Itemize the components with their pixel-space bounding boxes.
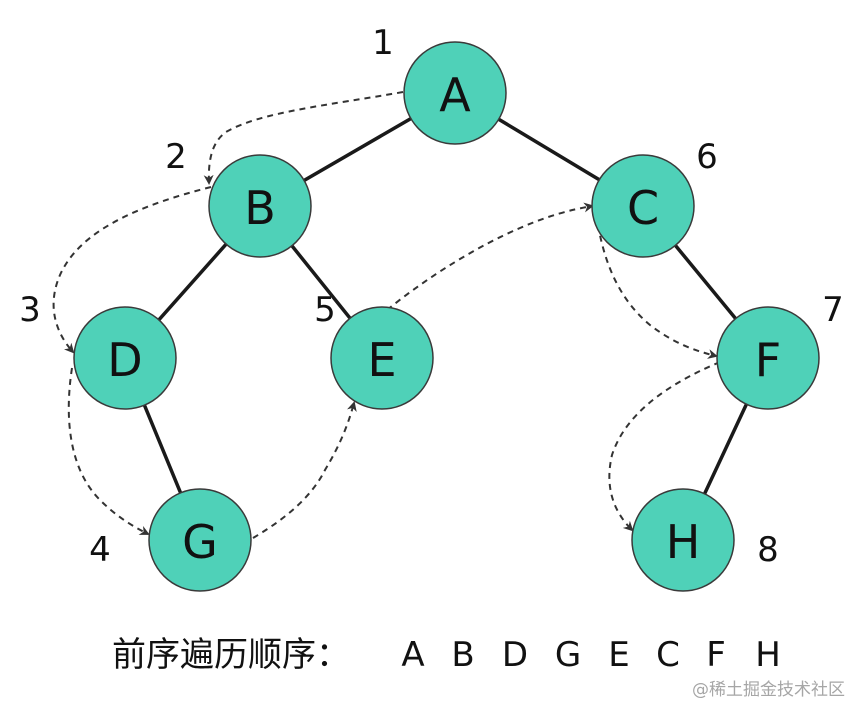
tree-edges: [123, 91, 770, 542]
caption-sequence-item: C: [656, 635, 680, 675]
node-G-circle: [148, 488, 252, 592]
node-H-circle: [631, 488, 735, 592]
traversal-arrow-C-F: [597, 224, 718, 359]
node-H-label: H: [666, 515, 701, 569]
node-D: D: [73, 306, 177, 410]
order-number-F: 7: [822, 290, 844, 330]
visit-order-numbers: 1 2 6 3 5 7 4 8: [19, 23, 844, 570]
node-G: G: [148, 488, 252, 592]
caption-sequence-item: E: [608, 635, 629, 675]
node-G-label: G: [182, 515, 218, 569]
watermark: @稀土掘金技术社区: [692, 680, 845, 700]
caption-sequence-item: A: [401, 635, 424, 675]
traversal-arrow-A-B: [203, 91, 404, 185]
node-B-circle: [208, 154, 312, 258]
node-F-circle: [716, 306, 820, 410]
preorder-traversal-path: [52, 91, 721, 539]
node-A-circle: [403, 41, 507, 145]
caption-sequence-item: D: [502, 635, 528, 675]
caption-sequence-item: G: [555, 635, 581, 675]
caption-sequence-item: F: [706, 635, 726, 675]
traversal-arrow-B-D: [52, 186, 212, 354]
order-number-C: 6: [696, 137, 718, 177]
node-A: A: [403, 41, 507, 145]
node-D-circle: [73, 306, 177, 410]
caption-sequence-item: H: [755, 635, 781, 675]
node-B-label: B: [244, 181, 276, 235]
preorder-caption: 前序遍历顺序： A B D G E C F H: [112, 635, 781, 675]
caption-sequence-item: B: [451, 635, 474, 675]
order-number-A: 1: [372, 23, 394, 63]
traversal-arrow-E-C: [386, 202, 594, 311]
node-C: C: [591, 154, 695, 258]
node-A-label: A: [439, 68, 471, 122]
order-number-H: 8: [757, 530, 779, 570]
node-F-label: F: [755, 333, 781, 387]
node-E: E: [330, 306, 434, 410]
caption-label: 前序遍历顺序：: [112, 635, 350, 675]
traversal-arrow-D-G: [67, 367, 150, 535]
order-number-E: 5: [314, 290, 336, 330]
order-number-G: 4: [89, 530, 111, 570]
node-E-circle: [330, 306, 434, 410]
order-number-D: 3: [19, 290, 41, 330]
node-F: F: [716, 306, 820, 410]
node-H: H: [631, 488, 735, 592]
node-B: B: [208, 154, 312, 258]
order-number-B: 2: [165, 137, 187, 177]
node-C-circle: [591, 154, 695, 258]
traversal-arrow-F-H: [608, 361, 721, 532]
node-E-label: E: [367, 333, 396, 387]
node-D-label: D: [107, 333, 142, 387]
traversal-arrow-G-E: [252, 401, 357, 539]
node-C-label: C: [627, 181, 659, 235]
tree-nodes: A B C D E F G H: [73, 41, 820, 592]
